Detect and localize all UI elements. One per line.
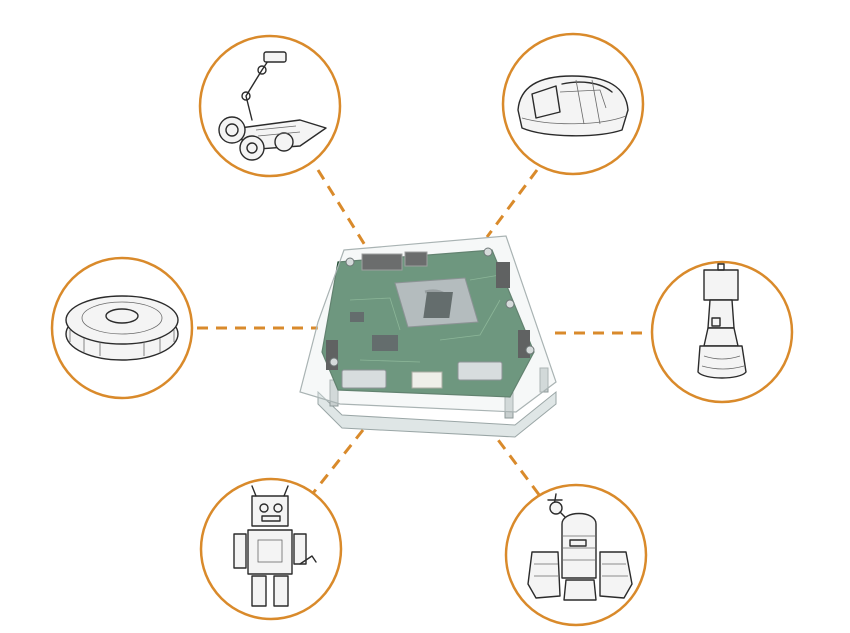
- telepresence-robot-icon: [697, 263, 747, 379]
- node-toy-robot: [199, 477, 343, 621]
- screw: [483, 247, 493, 257]
- connector-toy-robot: [308, 429, 365, 498]
- connector-tracked-droid: [485, 424, 545, 501]
- tracked-droid-robot-icon: [527, 493, 633, 601]
- screw: [525, 345, 535, 355]
- front-port-right: [457, 361, 503, 381]
- node-robot-vacuum: [50, 256, 194, 400]
- tracked-robot-arm-icon: [218, 51, 327, 161]
- robot-vacuum-icon: [65, 295, 179, 361]
- acrylic-bottom-plate: [317, 390, 557, 438]
- single-board-computer-in-clear-case-icon: [299, 235, 557, 438]
- standoff: [539, 367, 549, 393]
- top-connector-left: [361, 253, 403, 271]
- screw: [329, 357, 339, 367]
- connector-mobile-manipulator: [316, 169, 370, 251]
- node-tracked-droid: [504, 483, 648, 627]
- humanoid-toy-robot-icon: [233, 485, 317, 607]
- memory-chip: [372, 335, 398, 351]
- connector-lines: [197, 169, 650, 501]
- soc-chip: [423, 292, 453, 318]
- acrylic-top-plate: [299, 235, 557, 413]
- pcb-traces: [349, 274, 501, 363]
- node-telepresence: [650, 260, 794, 404]
- connector-smart-speaker: [485, 169, 539, 238]
- node-smart-speaker: [501, 32, 645, 176]
- header-pins: [496, 262, 510, 288]
- screw: [345, 257, 355, 267]
- node-mobile-manipulator: [198, 34, 342, 178]
- front-port-left: [341, 369, 387, 389]
- smart-speaker-device-icon: [517, 75, 629, 137]
- top-connector-right: [404, 251, 428, 267]
- small-chip: [350, 312, 364, 322]
- front-port-white: [411, 371, 443, 389]
- screw: [505, 299, 515, 309]
